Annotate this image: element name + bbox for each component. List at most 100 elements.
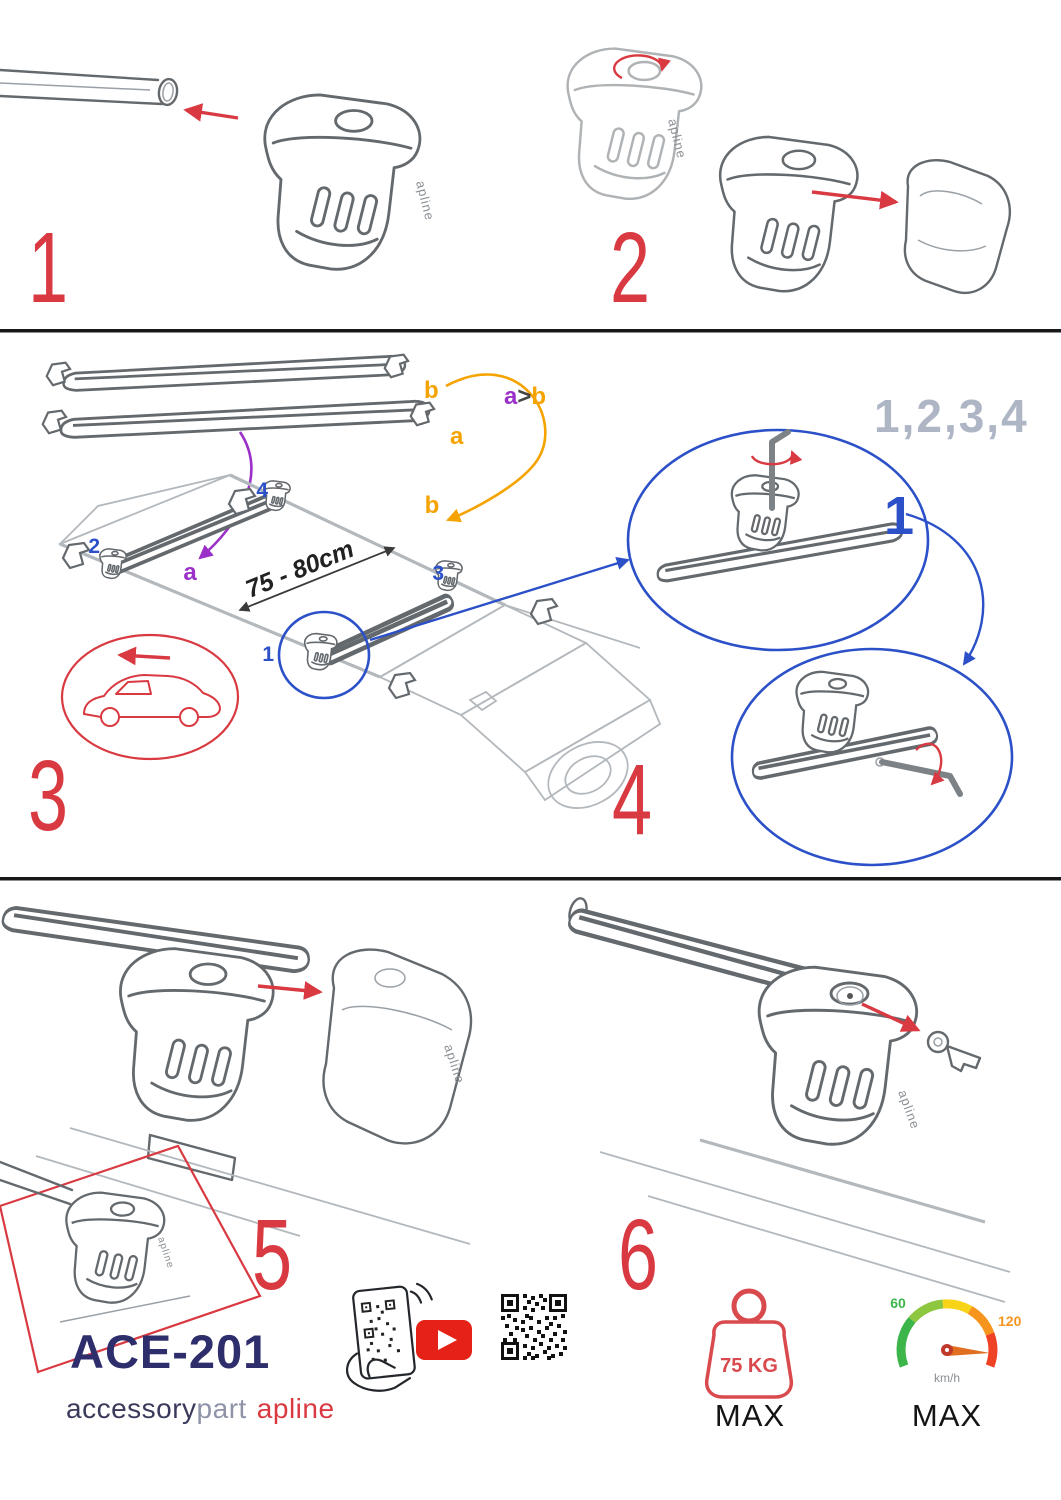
car-rear-hint (59, 474, 231, 545)
mini-car-rear-wheel (179, 707, 199, 727)
bar-a-label: a (450, 423, 464, 450)
foot-logo-text: apline (895, 1088, 923, 1131)
step-6-illustration: apline (567, 897, 1011, 1303)
gauge-red (985, 1332, 998, 1368)
front-crossbar-on-car (320, 594, 456, 665)
foot-cover-shell (903, 158, 1011, 294)
bar-b-position-curve (445, 373, 547, 523)
bar-compare-label: a>b (504, 383, 546, 410)
gauge-orange (967, 1306, 995, 1336)
position-3-label: 3 (432, 562, 444, 585)
brand-word-apline: apline (256, 1393, 335, 1424)
cover-attach-arrow (257, 981, 323, 1000)
speed-unit-label: km/h (934, 1371, 960, 1385)
bar-tube-bottom-edge (0, 94, 164, 106)
section-divider-top (0, 329, 1061, 333)
mini-car-body (83, 674, 221, 718)
distance-arrow (238, 546, 396, 612)
tighten-sequence-label: 1,2,3,4 (874, 390, 1029, 442)
foot-cover-shell: apline (322, 948, 473, 1145)
roof-surface-line (599, 1151, 1011, 1273)
scan-qr-phone-icon (346, 1282, 433, 1392)
keyhole (847, 993, 853, 999)
car-bar-b-label: b (425, 492, 440, 519)
car-front (523, 698, 662, 802)
step-5-number: 5 (252, 1199, 293, 1311)
mini-car-window (115, 680, 152, 695)
foot-logo-text: apline (413, 179, 437, 222)
car-wheel (547, 741, 629, 809)
play-triangle (438, 1330, 457, 1350)
roof-foot (119, 947, 275, 1122)
weight-handle (731, 1288, 767, 1324)
roof-rail-line (699, 1138, 986, 1224)
bar-stub (0, 1178, 72, 1206)
brand-word-accessory: accessory (66, 1393, 197, 1424)
bar-tube-center (0, 82, 151, 91)
tighten-rotation-arrow (915, 742, 945, 786)
position-4-label: 4 (256, 479, 268, 502)
base-line (59, 1295, 191, 1323)
roof-surface-line (647, 1195, 1006, 1303)
foot-base-plate (146, 1133, 237, 1182)
foot-logo-text: apline (155, 1236, 176, 1271)
gauge-yellow-green (908, 1299, 944, 1324)
crossbars-pair: b a (41, 353, 464, 450)
bar-tube-top-edge (0, 68, 160, 82)
bar-b-label: b (424, 377, 439, 404)
car-direction-inset (60, 633, 240, 761)
clamp-claw (387, 671, 417, 700)
scan-wave (409, 1290, 423, 1304)
qr-code (501, 1294, 567, 1360)
gauge-green (896, 1317, 916, 1368)
bar-open-end-inner (162, 82, 174, 102)
lock-dial (374, 968, 406, 988)
roof-foot (263, 93, 422, 271)
weight-value: 75 KG (720, 1355, 778, 1377)
rotate-dial-arrow (612, 54, 671, 80)
bar-open-end (157, 77, 179, 107)
step-1-number: 1 (28, 212, 69, 324)
compare-a: a (504, 383, 518, 410)
foot-position-2 (99, 548, 127, 580)
key-insert-arrow (861, 1002, 921, 1032)
max-weight-icon: 75 KG (704, 1288, 794, 1399)
bar-stub (0, 1160, 74, 1192)
roof-surface-line (69, 1127, 471, 1245)
mini-car-front-wheel (100, 707, 120, 727)
phone-qr (360, 1299, 401, 1362)
allen-key-horizontal (879, 759, 963, 797)
roof-foot (718, 135, 859, 293)
car-bar-a-label: a (183, 559, 197, 586)
detail-view-1 (626, 428, 930, 652)
allen-key-vertical (769, 429, 791, 511)
key-head (926, 1030, 950, 1054)
gauge-yellow (942, 1299, 973, 1315)
clamp-claw (409, 401, 436, 427)
model-code: ACE-201 (70, 1325, 271, 1378)
compare-gt: > (517, 383, 531, 410)
key-head-hole (933, 1037, 943, 1047)
mounted-foot-inset: apline (0, 1144, 262, 1374)
detail-view-2 (730, 647, 1014, 867)
step-6-number: 6 (618, 1199, 659, 1311)
crossbar-a (58, 399, 432, 440)
speed-low-label: 60 (890, 1295, 906, 1311)
roof-foot-small (65, 1191, 166, 1304)
step-2-illustration: apline (566, 47, 1011, 294)
foot-1-highlight-circle (277, 610, 371, 700)
position-2-label: 2 (88, 535, 100, 558)
insert-arrow (183, 103, 239, 122)
lock-key (926, 1030, 982, 1073)
car-side-line (504, 604, 641, 649)
step-2-number: 2 (610, 212, 651, 324)
key-shaft (945, 1044, 982, 1073)
compare-b: b (531, 383, 546, 410)
speed-max-label: MAX (911, 1398, 983, 1433)
inset-frame (0, 1144, 262, 1374)
position-1-label: 1 (262, 643, 274, 666)
youtube-icon (416, 1320, 472, 1360)
